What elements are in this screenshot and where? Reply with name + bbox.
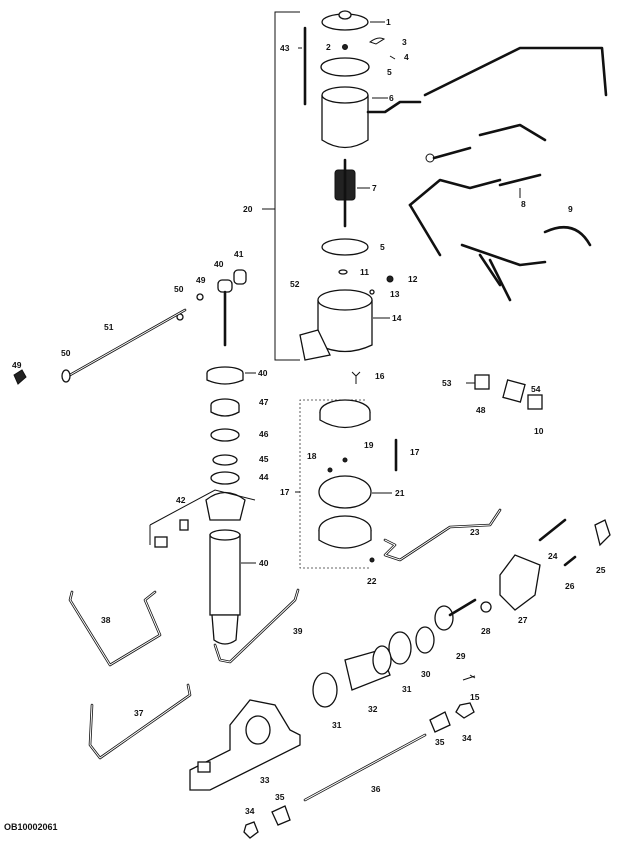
part-tube-37: [88, 683, 192, 760]
part-nut-2: [342, 44, 348, 50]
label: 32: [368, 704, 378, 714]
part-shaft-36: [303, 733, 427, 802]
label: 18: [307, 451, 317, 461]
label: 50: [61, 348, 71, 358]
label: 12: [408, 274, 418, 284]
label: 43: [280, 43, 290, 53]
part-washer-50: [61, 369, 71, 383]
part-trunnion-link: [176, 269, 247, 347]
label: 11: [360, 267, 369, 277]
part-ring-13: [369, 289, 375, 295]
diagram-code: OB10002061: [4, 822, 58, 832]
label: 5: [387, 67, 392, 77]
part-tube-23: [383, 508, 502, 562]
part-labels: 1 2 3 4 5 6 43 20 7 8 9 5 11 52 12 13 41…: [4, 17, 606, 832]
label: 17: [280, 487, 290, 497]
label: 29: [456, 651, 466, 661]
label: 40: [259, 558, 269, 568]
part-wiring-harness: [408, 123, 547, 302]
label: 31: [332, 720, 342, 730]
part-end-frame: [299, 289, 390, 361]
part-through-bolt: [298, 26, 307, 106]
label: 21: [395, 488, 405, 498]
label: 45: [259, 454, 269, 464]
label: 48: [476, 405, 486, 415]
label: 22: [367, 576, 377, 586]
part-washer-11: [338, 269, 348, 275]
label: 17: [410, 447, 420, 457]
label: 49: [196, 275, 206, 285]
label: 31: [402, 684, 412, 694]
label: 5: [380, 242, 385, 252]
label: 47: [259, 397, 269, 407]
part-end-cap: [321, 10, 385, 31]
label: 1: [386, 17, 391, 27]
label: 13: [390, 289, 400, 299]
part-mounting-bracket-33: [189, 699, 301, 791]
part-screw-4: [389, 55, 396, 60]
part-armature-housing: [321, 46, 608, 149]
label: 4: [404, 52, 409, 62]
label: 46: [259, 429, 269, 439]
label: 40: [258, 368, 268, 378]
part-switch-assembly: [466, 374, 543, 410]
label: 14: [392, 313, 402, 323]
part-clip-9: [543, 225, 592, 247]
label: 27: [518, 615, 528, 625]
label: 30: [421, 669, 431, 679]
part-sleeve-assembly: [312, 626, 476, 733]
part-armature: [334, 158, 370, 228]
label: 20: [243, 204, 253, 214]
label: 3: [402, 37, 407, 47]
label: 23: [470, 527, 480, 537]
label: 52: [290, 279, 300, 289]
assembly-bracket-17: [295, 399, 398, 569]
label: 44: [259, 472, 269, 482]
label: 25: [596, 565, 606, 575]
label: 51: [104, 322, 114, 332]
label: 53: [442, 378, 452, 388]
label: 38: [101, 615, 111, 625]
label: 33: [260, 775, 270, 785]
part-tube-38: [68, 590, 162, 667]
part-screw-16: [351, 371, 361, 384]
label: 40: [214, 259, 224, 269]
assembly-bracket-20: [262, 11, 300, 361]
label: 42: [176, 495, 186, 505]
label: 7: [372, 183, 377, 193]
label: 35: [275, 792, 285, 802]
label: 16: [375, 371, 385, 381]
label: 54: [531, 384, 541, 394]
part-bushing-35: [271, 805, 291, 826]
label: 6: [389, 93, 394, 103]
part-pin-51: [68, 308, 187, 377]
label: 28: [481, 626, 491, 636]
label: 49: [12, 360, 22, 370]
label: 36: [371, 784, 381, 794]
label: 8: [521, 199, 526, 209]
label: 37: [134, 708, 144, 718]
label: 34: [245, 806, 255, 816]
label: 19: [364, 440, 374, 450]
part-tube-39: [213, 588, 300, 664]
label: 2: [326, 42, 331, 52]
part-nut-34: [243, 821, 259, 839]
label: 39: [293, 626, 303, 636]
label: 10: [534, 426, 544, 436]
part-nut-49: [13, 369, 27, 385]
label: 50: [174, 284, 184, 294]
part-ring-5b: [321, 238, 369, 256]
label: 15: [470, 692, 480, 702]
label: 41: [234, 249, 244, 259]
part-ring-5: [320, 57, 370, 77]
label: 35: [435, 737, 445, 747]
part-nut-12: [386, 275, 394, 283]
part-valve-block: [434, 518, 611, 631]
label: 26: [565, 581, 575, 591]
part-cylinder-stack: [149, 366, 256, 645]
label: 24: [548, 551, 558, 561]
part-clip-3: [368, 37, 386, 45]
label: 9: [568, 204, 573, 214]
label: 34: [462, 733, 472, 743]
